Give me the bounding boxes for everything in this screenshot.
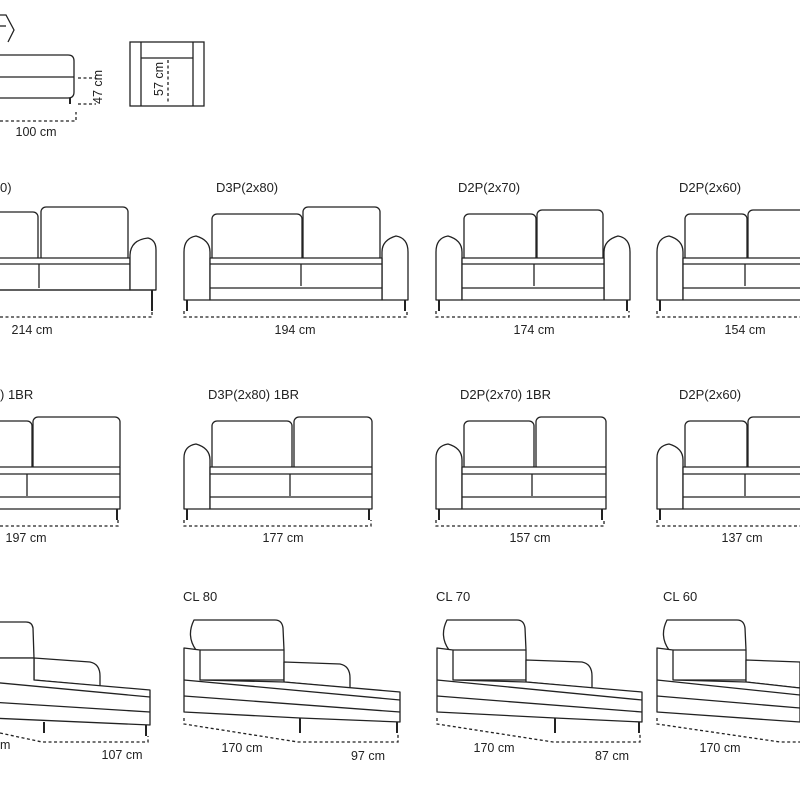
depth-label: m bbox=[0, 738, 10, 752]
width-label: 197 cm bbox=[6, 531, 47, 545]
model-label: ) 1BR bbox=[0, 387, 33, 402]
armchair-width-label: 57 cm bbox=[152, 62, 166, 96]
sofa-drawing: 197 cm bbox=[0, 416, 121, 545]
model-label: D2P(2x70) bbox=[458, 180, 520, 195]
chaise-drawing: 170 cm bbox=[656, 619, 800, 755]
sofa-drawing: 214 cm bbox=[0, 206, 157, 337]
length-label: 97 cm bbox=[351, 749, 385, 763]
sofa-drawing: 174 cm bbox=[435, 209, 631, 337]
model-label: D2P(2x60) bbox=[679, 387, 741, 402]
length-label: 107 cm bbox=[102, 748, 143, 762]
model-label: CL 80 bbox=[183, 589, 217, 604]
width-label: 174 cm bbox=[514, 323, 555, 337]
depth-label: 170 cm bbox=[700, 741, 741, 755]
model-label: CL 70 bbox=[436, 589, 470, 604]
model-label: D3P(2x80) 1BR bbox=[208, 387, 299, 402]
sofa-drawing: 194 cm bbox=[183, 206, 409, 337]
sofa-1br-row: ) 1BR D3P(2x80) 1BR D2P(2x70) 1BR D2P(2x… bbox=[0, 387, 800, 545]
model-label: CL 60 bbox=[663, 589, 697, 604]
model-label: D3P(2x80) bbox=[216, 180, 278, 195]
depth-label: 170 cm bbox=[474, 741, 515, 755]
width-label: 137 cm bbox=[722, 531, 763, 545]
sofa-drawing: 177 cm bbox=[183, 416, 373, 545]
chaise-drawing: 170 cm 97 cm bbox=[183, 619, 401, 763]
sofa-row: 0) D3P(2x80) D2P(2x70) D2P(2x60) 214 cm bbox=[0, 180, 800, 337]
model-label: D2P(2x70) 1BR bbox=[460, 387, 551, 402]
length-label: 87 cm bbox=[595, 749, 629, 763]
sofa-drawing: 157 cm bbox=[435, 416, 607, 545]
seat-depth-label: 100 cm bbox=[16, 125, 57, 139]
side-profile-view: 47 cm 100 cm bbox=[0, 14, 105, 139]
seat-height-label: 47 cm bbox=[91, 70, 105, 104]
model-label: D2P(2x60) bbox=[679, 180, 741, 195]
width-label: 194 cm bbox=[275, 323, 316, 337]
sofa-drawing: 137 cm bbox=[656, 416, 800, 545]
width-label: 214 cm bbox=[12, 323, 53, 337]
depth-label: 170 cm bbox=[222, 741, 263, 755]
model-label: 0) bbox=[0, 180, 12, 195]
width-label: 177 cm bbox=[263, 531, 304, 545]
chaise-row: CL 80 CL 70 CL 60 m 107 cm 170 cm 97 bbox=[0, 589, 800, 763]
width-label: 154 cm bbox=[725, 323, 766, 337]
armchair-module-view: 57 cm bbox=[129, 41, 205, 107]
chaise-drawing: m 107 cm bbox=[0, 621, 151, 762]
width-label: 157 cm bbox=[510, 531, 551, 545]
sofa-drawing: 154 cm bbox=[656, 209, 800, 337]
chaise-drawing: 170 cm 87 cm bbox=[436, 619, 643, 763]
